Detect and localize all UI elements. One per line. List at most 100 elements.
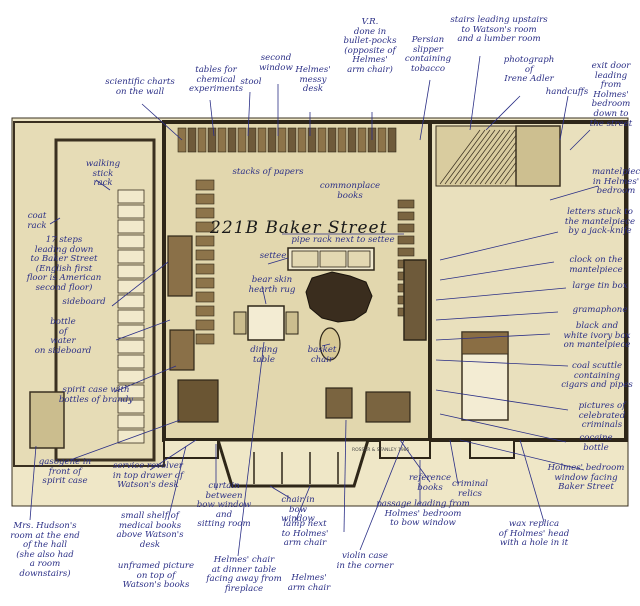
book-stack bbox=[195, 221, 215, 233]
book-spine bbox=[247, 127, 257, 153]
book-spine bbox=[197, 127, 207, 153]
book-spine bbox=[217, 127, 227, 153]
bottom-windows bbox=[163, 439, 515, 459]
book-spine bbox=[387, 127, 397, 153]
label-pictures-criminals: pictures of celebrated criminals bbox=[578, 401, 626, 431]
bed bbox=[461, 331, 509, 421]
book-stack bbox=[195, 207, 215, 219]
label-messy-desk: Helmes' messy desk bbox=[295, 65, 331, 95]
stair-step bbox=[117, 189, 145, 204]
staircase bbox=[117, 189, 145, 444]
label-violin-case: violin case in the corner bbox=[336, 551, 394, 571]
label-spirit-case: spirit case with bottles of brandy bbox=[58, 385, 134, 405]
mantel-object bbox=[397, 211, 415, 221]
book-stack bbox=[195, 277, 215, 289]
hatch-line bbox=[459, 129, 501, 185]
label-exit-door: exit door leading from Holmes' bedroom d… bbox=[589, 61, 633, 129]
label-handcuffs: handcuffs bbox=[545, 87, 589, 97]
dining-table bbox=[233, 305, 299, 341]
book-spine bbox=[267, 127, 277, 153]
book-spine bbox=[307, 127, 317, 153]
book-stack bbox=[195, 249, 215, 261]
book-spine bbox=[187, 127, 197, 153]
watson-desk bbox=[177, 379, 219, 423]
hatch-line bbox=[444, 129, 486, 185]
artist-signature: ROSSER & STANLEY 1985 bbox=[352, 448, 410, 453]
label-coal-scuttle: coal scuttle containing cigars and pipes bbox=[561, 361, 633, 391]
label-irene-adler: photograph of Irene Adler bbox=[503, 55, 555, 85]
bow-window bbox=[215, 438, 371, 488]
label-stairs-upstairs: stairs leading upstairs to Watson's room… bbox=[450, 15, 548, 45]
label-chair-bow-window: chair in bow window bbox=[281, 495, 315, 525]
book-spine bbox=[337, 127, 347, 153]
label-tables-chemical: tables for chemical experiments bbox=[188, 65, 243, 95]
hatch-line bbox=[464, 129, 506, 185]
stair-step bbox=[117, 309, 145, 324]
stair-step bbox=[117, 249, 145, 264]
diagram-title: 221B Baker Street bbox=[210, 218, 388, 238]
spirit-case-table bbox=[169, 329, 195, 371]
book-spine bbox=[287, 127, 297, 153]
label-unframed-picture: unframed picture on top of Watson's book… bbox=[117, 561, 195, 591]
reference-desk bbox=[365, 391, 411, 423]
label-bear-skin: bear skin hearth rug bbox=[248, 275, 296, 295]
label-bedroom-window: Holmes' bedroom window facing Baker Stre… bbox=[547, 463, 625, 493]
label-seventeen-steps: 17 steps leading down to Baker Street (E… bbox=[26, 235, 102, 293]
stair-step bbox=[117, 219, 145, 234]
stair-step bbox=[117, 324, 145, 339]
label-mrs-hudson: Mrs. Hudson's room at the end of the hal… bbox=[10, 521, 80, 579]
label-criminal-relics: criminal relics bbox=[452, 479, 488, 499]
settee bbox=[287, 247, 375, 271]
label-settee: settee bbox=[259, 251, 287, 261]
hatch-line bbox=[439, 129, 481, 185]
book-spine bbox=[207, 127, 217, 153]
label-arm-chair: Helmes' arm chair bbox=[287, 573, 331, 593]
label-lamp: lamp next to Holmes' arm chair bbox=[281, 519, 329, 549]
hatch-line bbox=[454, 129, 496, 185]
label-reference-books: reference books bbox=[408, 473, 452, 493]
exit-door bbox=[515, 125, 561, 187]
label-coat-rack: coat rack bbox=[27, 211, 47, 231]
book-spine bbox=[257, 127, 267, 153]
bear-skin-rug bbox=[305, 271, 373, 323]
label-large-tin-box: large tin box bbox=[572, 281, 628, 291]
book-spine bbox=[377, 127, 387, 153]
stair-step bbox=[117, 279, 145, 294]
holmes-bedroom bbox=[428, 120, 628, 442]
stair-step bbox=[117, 339, 145, 354]
label-mantelpiece-bedroom: mantelpiece in Helmes' bedroom bbox=[592, 167, 640, 197]
book-stack bbox=[195, 235, 215, 247]
holmes-arm-chair bbox=[325, 387, 353, 419]
label-passage: passage leading from Holmes' bedroom to … bbox=[376, 499, 470, 529]
label-small-shelf: small shelf of medical books above Watso… bbox=[116, 511, 184, 550]
label-letters-stuck: letters stuck to the mantelpiece by a ja… bbox=[564, 207, 636, 237]
fireplace bbox=[403, 259, 427, 341]
book-stack bbox=[195, 193, 215, 205]
stair-step bbox=[117, 399, 145, 414]
label-dinner-chair: Helmes' chair at dinner table facing awa… bbox=[206, 555, 282, 594]
label-stacks-of-papers: stacks of papers bbox=[232, 167, 304, 177]
leader-lines bbox=[29, 55, 599, 557]
stair-step bbox=[117, 369, 145, 384]
label-basket-chair: basket chair bbox=[307, 345, 337, 365]
label-clock: clock on the mantelpiece bbox=[569, 255, 623, 275]
sideboard bbox=[167, 235, 193, 297]
label-bottle-water: bottle of water on sideboard bbox=[34, 317, 92, 356]
stair-step bbox=[117, 264, 145, 279]
label-gramaphone: gramaphone bbox=[572, 305, 628, 315]
book-stack bbox=[195, 319, 215, 331]
book-spine bbox=[347, 127, 357, 153]
label-scientific-charts: scientific charts on the wall bbox=[105, 77, 175, 97]
stair-step bbox=[117, 414, 145, 429]
label-gasogene: gasogene in front of spirit case bbox=[38, 457, 92, 487]
label-pipe-rack: pipe rack next to settee bbox=[291, 235, 395, 245]
book-spine bbox=[227, 127, 237, 153]
mantel-object bbox=[397, 199, 415, 209]
label-persian-slipper: Persian slipper containing tobacco bbox=[404, 35, 452, 74]
mantel-object bbox=[397, 235, 415, 245]
book-spine bbox=[357, 127, 367, 153]
stair-step bbox=[117, 354, 145, 369]
label-wax-replica: wax replica of Holmes' head with a hole … bbox=[498, 519, 570, 549]
label-walking-stick-rack: walking stick rack bbox=[85, 159, 121, 189]
book-stack bbox=[195, 291, 215, 303]
